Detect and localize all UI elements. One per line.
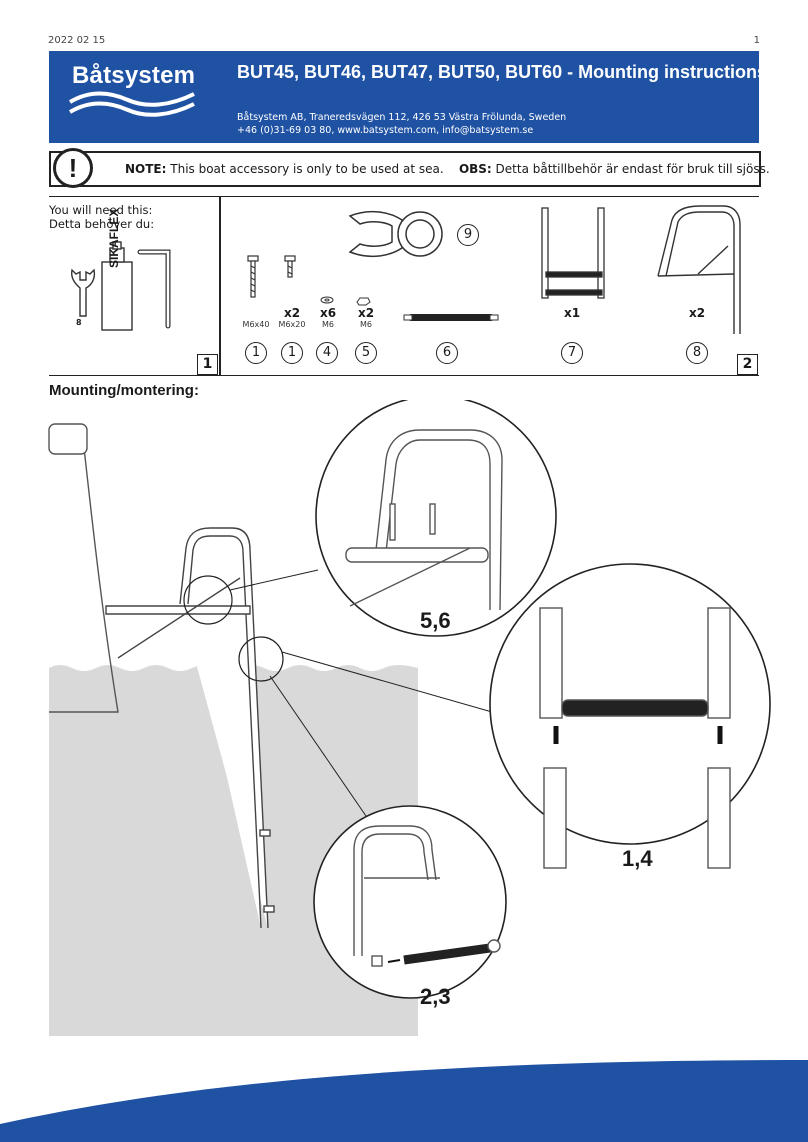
handle-icon [657, 205, 741, 334]
contact-line: +46 (0)31-69 03 80, www.batsystem.com, i… [237, 125, 534, 136]
leader-line [229, 569, 319, 591]
ladder-drawing [105, 527, 275, 929]
note-sv-text: Detta båttillbehör är endast för bruk ti… [491, 162, 770, 176]
detail-circle-a [183, 575, 233, 625]
qty-label: x2 [283, 306, 301, 320]
qty-label: x2 [688, 306, 706, 320]
part-number: 8 [686, 342, 708, 364]
part-number: 5 [355, 342, 377, 364]
detail-1-4-drawing [539, 607, 731, 869]
brand-logo: Båtsystem [72, 62, 196, 89]
tools-label: You will need this: Detta behöver du: [49, 203, 154, 231]
mounting-illustration [0, 400, 808, 1142]
spec-label: M6x20 [278, 320, 306, 329]
spec-label: M6 [322, 320, 334, 329]
tube-label: SIKAFLEX [107, 198, 121, 268]
allen-key-icon [137, 249, 171, 329]
note-sv-label: OBS: [458, 162, 492, 176]
note-en-text: This boat accessory is only to be used a… [166, 162, 444, 176]
note-en-label: NOTE: [125, 162, 167, 176]
part-number: 6 [436, 342, 458, 364]
screw-m6x20-icon [284, 255, 296, 278]
wrench-size: 8 [76, 318, 82, 327]
company-address: Båtsystem AB, Traneredsvägen 112, 426 53… [237, 111, 566, 137]
document-date: 2022 02 15 [48, 35, 106, 46]
part-number-9: 9 [457, 224, 479, 246]
detail-circle-b [238, 636, 284, 682]
step-label: 1,4 [622, 846, 653, 871]
step-label: 5,6 [420, 608, 451, 633]
rung-icon [403, 314, 499, 321]
box-number-2: 2 [737, 354, 758, 375]
parts-illustration [247, 205, 741, 334]
sikaflex-tube-icon [101, 241, 133, 331]
tube-text: SIKAFLEX [107, 208, 121, 268]
wave-logo-icon [68, 91, 195, 117]
step-label: 2,3 [420, 984, 451, 1009]
wrench-icon [70, 268, 96, 317]
nut-icon [356, 297, 371, 306]
clamp-icon [348, 210, 443, 258]
part-number: 1 [281, 342, 303, 364]
tools-illustration [70, 241, 171, 331]
tools-label-en: You will need this: [49, 203, 153, 217]
detail-2-3-drawing [353, 825, 501, 967]
mounting-heading: Mounting/montering: [49, 382, 199, 399]
qty-label: x1 [563, 306, 581, 320]
leader-line [269, 675, 367, 817]
spec-label: M6x40 [242, 320, 270, 329]
spec-label: M6 [360, 320, 372, 329]
qty-label: x2 [357, 306, 375, 320]
ladder-section-icon [541, 207, 605, 299]
section-divider [219, 196, 221, 376]
header-banner [49, 51, 759, 143]
note-text: NOTE: This boat accessory is only to be … [125, 162, 770, 176]
part-number: 1 [245, 342, 267, 364]
document-title: BUT45, BUT46, BUT47, BUT50, BUT60 - Moun… [237, 62, 768, 82]
detail-5-6-drawing [345, 429, 503, 611]
part-number: 7 [561, 342, 583, 364]
box-number-1: 1 [197, 354, 218, 375]
note-box [49, 151, 761, 187]
part-number: 4 [316, 342, 338, 364]
page-number: 1 [753, 35, 760, 46]
boat-rail [48, 423, 88, 455]
leader-line [281, 651, 493, 713]
parts-section [49, 196, 759, 376]
footer-wave [0, 1060, 808, 1142]
qty-label: x6 [319, 306, 337, 320]
address-line: Båtsystem AB, Traneredsvägen 112, 426 53… [237, 112, 567, 123]
tools-label-sv: Detta behöver du: [49, 217, 155, 231]
warning-icon: ! [53, 148, 93, 188]
screw-m6x40-icon [247, 255, 259, 298]
